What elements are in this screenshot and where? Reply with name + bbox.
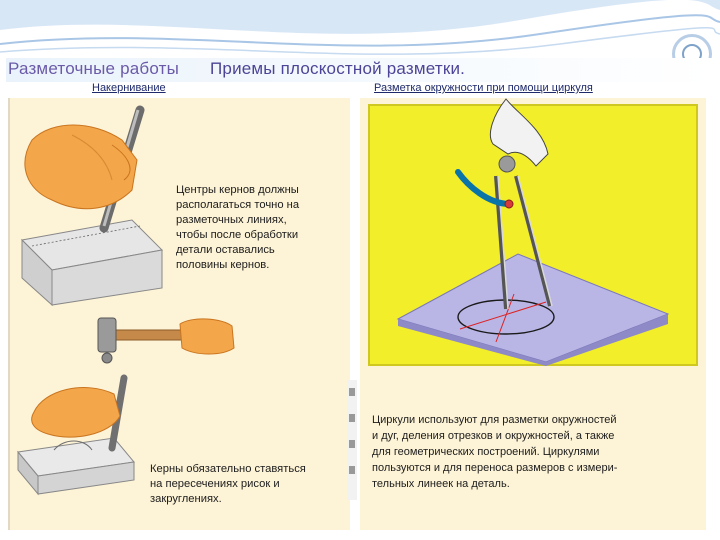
note-line: располагаться точно на: [176, 199, 300, 211]
note-line: для геометрических построений. Циркулями: [372, 446, 600, 458]
note-line: Циркули используют для разметки окружнос…: [372, 414, 617, 426]
page-title: Разметочные работы: [8, 59, 180, 78]
right-section-caption: Разметка окружности при помощи циркуля: [374, 82, 593, 94]
punching-illustration: [20, 105, 164, 307]
note-line: разметочных линиях,: [176, 214, 287, 226]
punching-illustration-2: [17, 374, 135, 496]
punch-note-bottom: Керны обязательно ставяться на пересечен…: [150, 462, 306, 507]
hammer-illustration: [97, 317, 235, 364]
note-line: на пересечениях рисок и: [150, 478, 280, 490]
compass-note: Циркули используют для разметки окружнос…: [372, 412, 694, 492]
divider-strip: [347, 380, 357, 500]
note-line: тельных линеек на деталь.: [372, 478, 510, 490]
note-line: и дуг, деления отрезков и окружностей, а…: [372, 430, 615, 442]
header-swoosh: [0, 0, 720, 55]
note-line: половины кернов.: [176, 259, 270, 271]
note-line: пользуются и для переноса размеров с изм…: [372, 462, 618, 474]
compass-illustration: [396, 98, 670, 366]
note-line: Керны обязательно ставяться: [150, 463, 306, 475]
title-bar: [6, 58, 714, 82]
punch-note-top: Центры кернов должны располагаться точно…: [176, 183, 299, 273]
note-line: чтобы после обработки: [176, 229, 299, 241]
page-subtitle: Приемы плоскостной разметки.: [210, 59, 466, 78]
note-line: Центры кернов должны: [176, 184, 299, 196]
left-section-caption: Накернивание: [92, 82, 166, 94]
note-line: закруглениях.: [150, 493, 222, 505]
note-line: детали оставались: [176, 244, 275, 256]
